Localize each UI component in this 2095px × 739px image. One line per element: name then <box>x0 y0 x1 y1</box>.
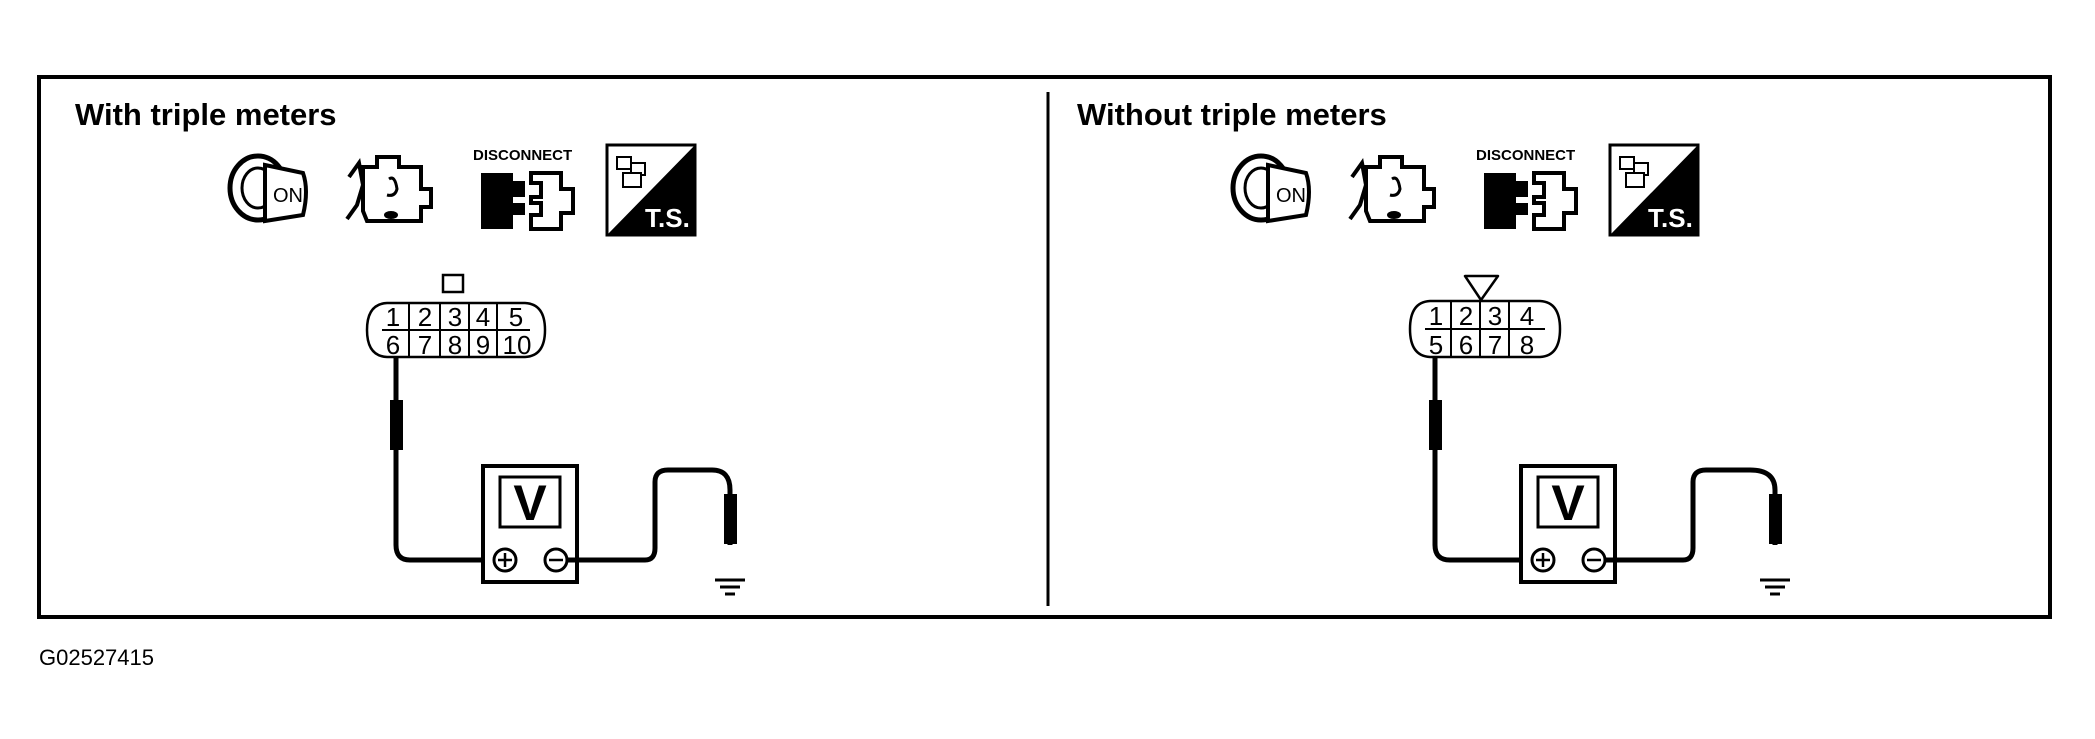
voltmeter: V <box>481 464 579 584</box>
pin-label: 2 <box>418 302 432 332</box>
pin-label: 4 <box>1520 301 1534 331</box>
disconnect-label: DISCONNECT <box>1476 147 1575 164</box>
ignition-on-label: ON <box>273 185 303 207</box>
engine-icon <box>1348 155 1436 223</box>
negative-probe <box>724 494 737 544</box>
engine-icon <box>345 155 433 223</box>
panel-with-triple-meters: With triple meters ON DISCONNECT <box>75 97 745 596</box>
positive-probe-wire <box>1432 357 1530 563</box>
pin-label: 7 <box>1488 330 1502 360</box>
pin-label: 8 <box>448 330 462 360</box>
pin-label: 6 <box>386 330 400 360</box>
disconnect-label: DISCONNECT <box>473 147 572 164</box>
voltmeter-symbol: V <box>1551 475 1585 531</box>
ts-label: T.S. <box>645 203 690 233</box>
positive-probe <box>390 400 403 450</box>
panel-without-triple-meters: Without triple meters ON DISCONNECT <box>1077 97 1790 596</box>
positive-probe <box>1429 400 1442 450</box>
pin-label: 1 <box>1429 301 1443 331</box>
disconnect-connector-icon: DISCONNECT <box>473 147 575 231</box>
panel-title: With triple meters <box>75 97 337 132</box>
pin-label: 10 <box>503 330 532 360</box>
ignition-key-on-icon: ON <box>1230 153 1311 224</box>
pin-label: 6 <box>1459 330 1473 360</box>
plus-terminal-icon <box>492 547 518 573</box>
pin-label: 3 <box>1488 301 1502 331</box>
negative-probe-wire <box>1604 467 1778 563</box>
ts-label: T.S. <box>1648 203 1693 233</box>
voltmeter-symbol: V <box>513 475 547 531</box>
connector-10-pin: 1 2 3 4 5 6 7 8 9 10 <box>365 273 547 360</box>
ignition-key-on-icon: ON <box>227 153 308 224</box>
pin-label: 5 <box>1429 330 1443 360</box>
minus-terminal-icon <box>1581 547 1607 573</box>
disconnect-connector-icon: DISCONNECT <box>1476 147 1578 231</box>
minus-terminal-icon <box>543 547 569 573</box>
voltmeter: V <box>1519 464 1617 584</box>
panel-title: Without triple meters <box>1077 97 1387 132</box>
ground-icon <box>715 578 745 596</box>
pin-label: 2 <box>1459 301 1473 331</box>
pin-label: 8 <box>1520 330 1534 360</box>
plus-terminal-icon <box>1530 547 1556 573</box>
pin-label: 1 <box>386 302 400 332</box>
diagram-frame <box>37 75 2052 619</box>
pin-label: 3 <box>448 302 462 332</box>
ts-icon: T.S. <box>605 143 697 237</box>
pin-label: 7 <box>418 330 432 360</box>
negative-probe <box>1769 494 1782 544</box>
ignition-on-label: ON <box>1276 185 1306 207</box>
pin-label: 5 <box>509 302 523 332</box>
negative-probe-wire <box>566 467 733 563</box>
ts-icon: T.S. <box>1608 143 1700 237</box>
ground-icon <box>1760 578 1790 596</box>
pin-label: 4 <box>476 302 490 332</box>
icon-row: ON DISCONNECT T.S. <box>1230 143 1700 237</box>
pin-label: 9 <box>476 330 490 360</box>
connector-8-pin: 1 2 3 4 5 6 7 8 <box>1408 274 1562 360</box>
figure-code: G02527415 <box>39 645 154 670</box>
icon-row: ON DISCONNECT T.S. <box>227 143 697 237</box>
positive-probe-wire <box>393 357 500 563</box>
